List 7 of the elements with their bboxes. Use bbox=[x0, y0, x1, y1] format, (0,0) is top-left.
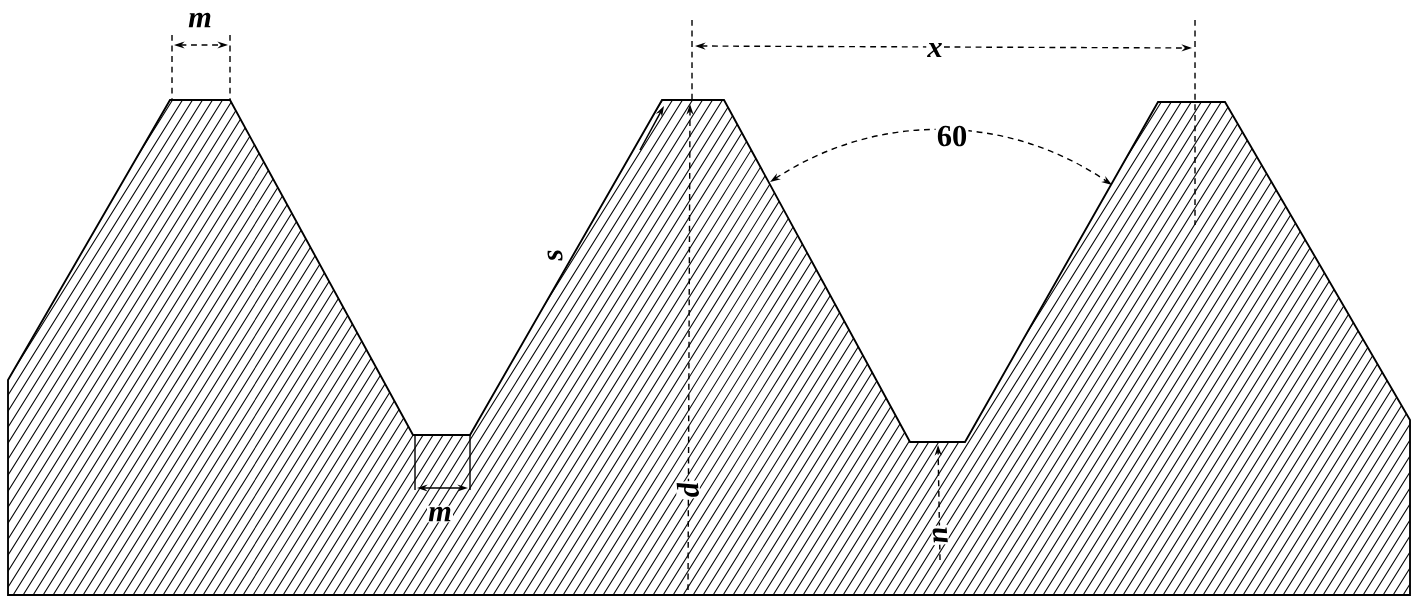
dimension-label: x bbox=[926, 41, 944, 59]
dimension-label: 60 bbox=[935, 124, 969, 148]
dimension-label: s bbox=[545, 247, 565, 263]
dimension-label: n bbox=[930, 524, 950, 546]
dimension-label: m bbox=[427, 505, 454, 523]
dimension-label: d bbox=[675, 480, 701, 500]
dimension-label: m bbox=[187, 11, 213, 29]
